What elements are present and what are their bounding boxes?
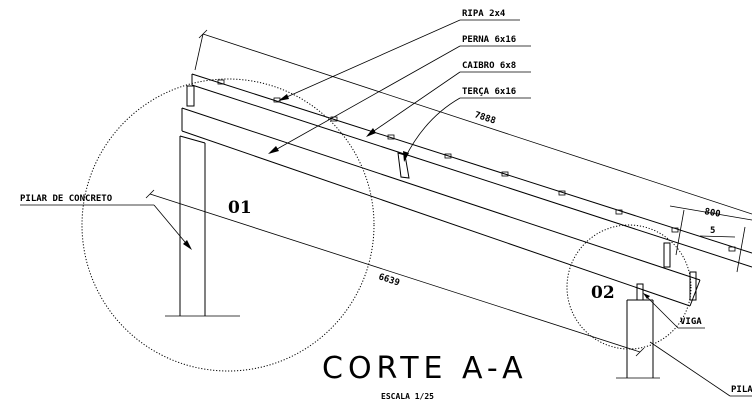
left-pillar [165,135,240,317]
label-pilar-cut: PILA [731,385,752,395]
label-ripa: RIPA 2x4 [462,9,506,19]
label-perna: PERNA 6x16 [462,35,516,45]
dim-overhang: 800 [703,207,721,220]
dim-offset: 5 [710,226,715,236]
label-caibro: CAIBRO 6x8 [462,61,516,71]
detail-label-01: 01 [228,198,252,218]
leader-lines [20,19,752,397]
detail-label-02: 02 [591,283,615,303]
overhang-dimension [669,205,752,273]
scale-label: ESCALA 1/25 [381,392,434,401]
section-title: CORTE A-A [322,351,528,386]
detail-circle-01 [81,78,375,372]
label-terca: TERÇA 6x16 [462,87,516,97]
rafter-length-dimension [194,29,752,215]
label-pilar-concreto: PILAR DE CONCRETO [20,194,113,204]
dim-span: 6639 [377,272,401,288]
roof-structure [181,73,752,307]
span-dimension [145,189,645,357]
detail-circle-02 [566,224,692,350]
label-viga: VIGA [680,317,702,327]
right-pillar [616,283,660,379]
